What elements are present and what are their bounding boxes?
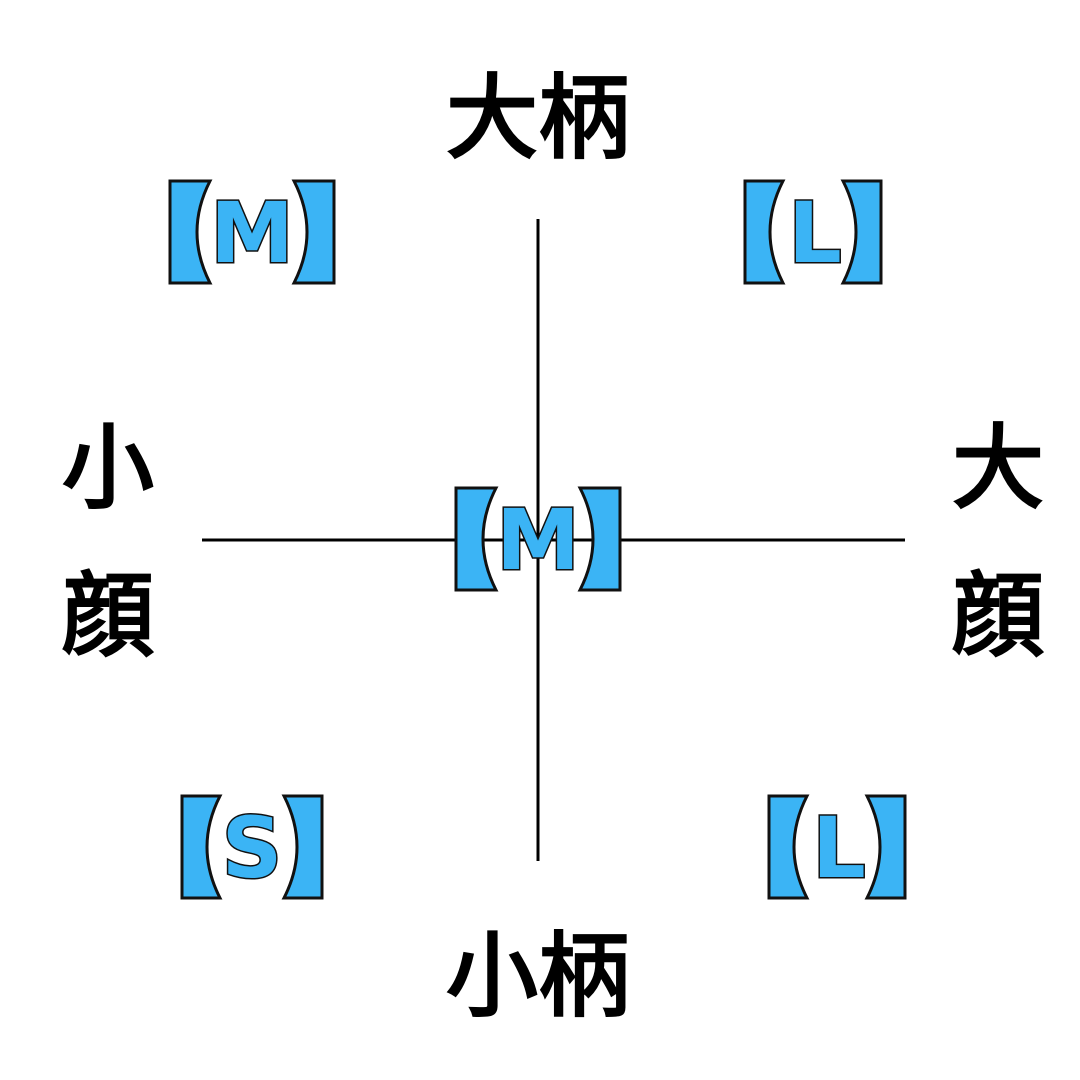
size-letter: L [788, 184, 842, 282]
top-axis-label: 大柄 [446, 65, 630, 172]
size-letter: M [496, 491, 580, 589]
size-letter: S [222, 799, 283, 897]
left-axis-label-char-1: 小 [62, 415, 154, 522]
size-badge-center: M [454, 486, 622, 592]
right-bracket-icon [281, 794, 324, 900]
size-letter: M [210, 184, 294, 282]
right-axis-label-char-1: 大 [952, 415, 1044, 522]
size-badge-bottom-left: S [180, 794, 324, 900]
size-letter: L [812, 799, 866, 897]
left-bracket-icon [168, 179, 213, 285]
right-bracket-icon [840, 179, 883, 285]
right-axis-label-char-2: 顔 [952, 563, 1045, 670]
right-bracket-icon [577, 486, 622, 592]
bottom-axis-label: 小柄 [446, 923, 630, 1030]
size-badge-top-right: L [743, 179, 883, 285]
left-bracket-icon [180, 794, 223, 900]
left-bracket-icon [454, 486, 499, 592]
size-badge-bottom-right: L [767, 794, 907, 900]
left-bracket-icon [743, 179, 786, 285]
right-bracket-icon [864, 794, 907, 900]
size-badge-top-left: M [168, 179, 336, 285]
right-bracket-icon [291, 179, 336, 285]
left-axis-label-char-2: 顔 [62, 563, 155, 670]
left-bracket-icon [767, 794, 810, 900]
